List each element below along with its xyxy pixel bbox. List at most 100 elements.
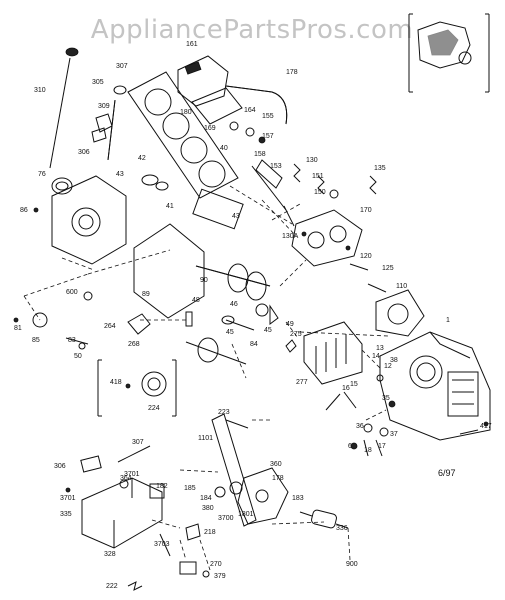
part-label: 307 (116, 63, 128, 70)
part-label: 110 (396, 283, 407, 290)
part-label: 86 (20, 207, 28, 214)
part-label: 12 (384, 363, 392, 370)
leader-lines (23, 185, 389, 571)
date-code: 6/97 (438, 468, 456, 478)
part-label: 157 (262, 133, 274, 140)
part-label: 306 (78, 149, 90, 156)
valve-125 (367, 283, 387, 293)
part-label: 182 (156, 483, 168, 490)
part-label: 135 (374, 165, 386, 172)
nut-157 (258, 136, 266, 144)
part-label: 37 (390, 431, 398, 438)
part-label: 120 (360, 253, 372, 260)
part-label: 6 (348, 443, 352, 450)
part-label: 89 (142, 291, 150, 298)
washer-155 (245, 127, 255, 137)
fuel-filter (299, 509, 349, 529)
part-label: 335 (60, 511, 72, 518)
part-label: 45 (226, 329, 234, 336)
bracket-328 (185, 523, 201, 541)
part-number-labels: 3103053071611783063091801691641551574240… (14, 41, 492, 590)
seal-600 (83, 291, 93, 301)
part-label: 380 (202, 505, 214, 512)
part-label: 218 (204, 529, 216, 536)
washer-83 (78, 342, 86, 350)
part-label: 161 (186, 41, 198, 48)
pin-6 (459, 429, 479, 435)
part-label: 1101 (198, 435, 213, 442)
part-label: 130 (306, 157, 318, 164)
rod-1101 (117, 445, 151, 463)
air-filter (303, 321, 363, 385)
part-label: 158 (254, 151, 266, 158)
valve-120 (349, 263, 369, 271)
part-label: 43 (232, 213, 240, 220)
inset-box (408, 13, 490, 93)
part-label: 48 (192, 297, 200, 304)
carburetor (211, 413, 289, 527)
lever-84 (285, 339, 297, 353)
part-label: 35 (382, 395, 390, 402)
dipstick (49, 47, 79, 169)
bolt-130a (283, 205, 295, 227)
valve-springs (293, 163, 377, 199)
part-label: 3701 (124, 471, 140, 478)
part-label: 155 (262, 113, 274, 120)
nut-18 (350, 442, 358, 450)
part-label: 268 (128, 341, 140, 348)
part-label: 328 (104, 551, 116, 558)
crankcase-cover (33, 175, 127, 265)
part-label: 360 (270, 461, 282, 468)
part-label: 183 (292, 495, 304, 502)
cylinder-gasket (127, 71, 239, 199)
bracket-306 (91, 127, 107, 143)
part-label: 336 (336, 525, 348, 532)
part-label: 130A (282, 233, 299, 240)
camshaft (185, 315, 255, 365)
part-label: 264 (104, 323, 116, 330)
part-label: 222 (106, 583, 118, 590)
engine-block (379, 331, 491, 441)
cylinder-bores (141, 174, 244, 230)
rocker-arm (255, 159, 283, 189)
crankshaft (195, 263, 271, 301)
washer-15 (376, 374, 384, 382)
governor-268 (127, 313, 151, 335)
part-label: 270 (210, 561, 222, 568)
part-label: 151 (312, 173, 324, 180)
part-label: 40 (220, 145, 228, 152)
part-label: 310 (34, 87, 46, 94)
spring-379 (127, 581, 143, 591)
part-label: 169 (204, 125, 216, 132)
part-label: 275 (290, 331, 302, 338)
part-label: 84 (250, 341, 258, 348)
linkage-277 (325, 393, 341, 411)
part-label: 90 (200, 277, 208, 284)
part-label: 46 (230, 301, 238, 308)
part-label: 3701 (60, 495, 76, 502)
breather-pipe (225, 85, 288, 125)
part-label: 224 (148, 405, 160, 412)
shroud-335 (81, 477, 165, 549)
part-label: 1 (446, 317, 450, 324)
part-label: 178 (272, 475, 284, 482)
washer-307 (119, 479, 129, 489)
part-label: 178 (286, 69, 298, 76)
part-label: 150 (314, 189, 326, 196)
flywheel-inset (97, 359, 177, 417)
part-label: 50 (74, 353, 82, 360)
part-label: 17 (378, 443, 386, 450)
part-label: 379 (214, 573, 226, 580)
washer-36 (379, 427, 389, 437)
plate-3701 (80, 455, 102, 473)
part-label: 16 (342, 385, 350, 392)
part-label: 14 (372, 353, 380, 360)
part-label: 38 (390, 357, 398, 364)
part-label: 42 (138, 155, 146, 162)
part-label: 305 (92, 79, 104, 86)
part-label: 180 (180, 109, 192, 116)
part-label: 309 (98, 103, 110, 110)
part-label: 1801 (238, 511, 254, 518)
part-label: 185 (184, 485, 196, 492)
cylinder-head (291, 209, 363, 267)
